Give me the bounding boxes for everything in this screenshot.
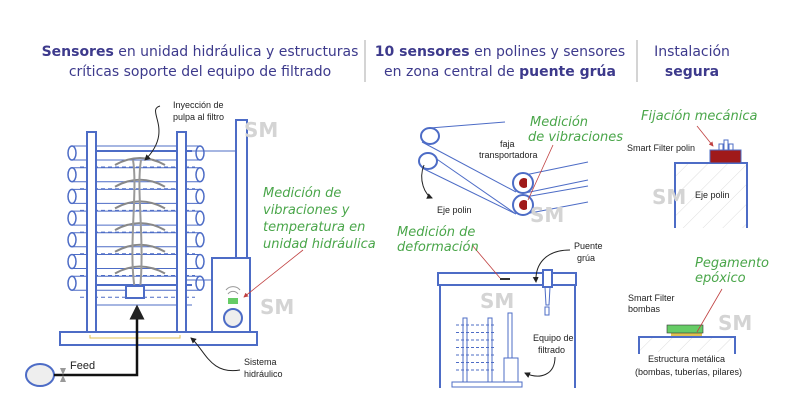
svg-text:Fijación mecánica: Fijación mecánica <box>641 109 758 124</box>
svg-text:faja: faja <box>500 139 515 149</box>
svg-text:Eje polin: Eje polin <box>437 205 472 215</box>
filter-press-illustration <box>25 105 304 387</box>
svg-text:10 sensores en polines y senso: 10 sensores en polines y sensores <box>375 44 625 60</box>
header-right: Instalación segura <box>654 44 730 80</box>
svg-text:transportadora: transportadora <box>479 150 538 160</box>
svg-text:Estructura metálica(bombas, tu: Estructura metálica(bombas, tuberías, pi… <box>635 354 742 377</box>
hydraulic-pump-icon <box>223 308 243 328</box>
sensor-icon <box>500 278 510 280</box>
svg-text:Eje polin: Eje polin <box>695 190 730 200</box>
sensor-icon <box>519 178 527 189</box>
svg-text:en zona central de puente grúa: en zona central de puente grúa <box>384 64 616 80</box>
svg-text:segura: segura <box>665 64 719 80</box>
mechanical-fixing-illustration <box>674 125 748 228</box>
svg-text:Feed: Feed <box>70 360 95 372</box>
wireless-icon <box>225 286 241 295</box>
epoxy-glue-illustration <box>638 288 736 354</box>
smart-filter-sensor <box>709 149 742 164</box>
sensor-icon <box>228 298 238 304</box>
crane-illustration <box>437 244 577 388</box>
svg-text:Smart Filter polin: Smart Filter polin <box>627 143 695 153</box>
svg-text:SM: SM <box>244 118 278 142</box>
svg-text:SM: SM <box>718 311 752 335</box>
header-left: Sensores en unidad hidráulica y estructu… <box>42 44 359 80</box>
svg-text:SM: SM <box>480 289 514 313</box>
svg-text:SM: SM <box>652 185 686 209</box>
svg-text:SM: SM <box>260 295 294 319</box>
sensor-icon <box>519 200 527 210</box>
svg-text:Instalación: Instalación <box>654 44 730 60</box>
smart-filter-sensor <box>666 324 704 334</box>
svg-text:críticas soporte del equipo de: críticas soporte del equipo de filtrado <box>69 64 331 80</box>
valve-icon <box>60 368 66 382</box>
header-middle: 10 sensores en polines y sensores en zon… <box>375 44 625 80</box>
svg-text:SM: SM <box>530 203 564 227</box>
svg-text:Sensores en unidad hidráulica: Sensores en unidad hidráulica y estructu… <box>42 44 359 60</box>
feed-pump-icon <box>25 363 55 387</box>
conveyor-illustration <box>418 121 589 216</box>
